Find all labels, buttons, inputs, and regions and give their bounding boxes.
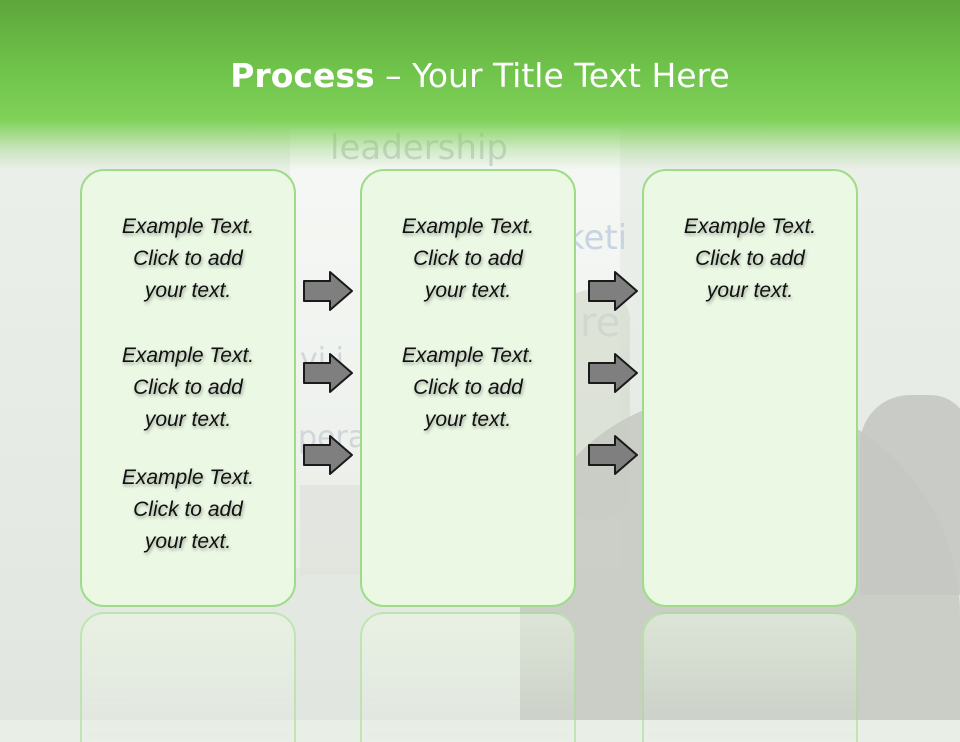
process-panel-2[interactable]: Example Text. Click to add your text. Ex… [360,169,576,607]
panel-3-reflection [642,612,858,742]
slide-title[interactable]: Process – Your Title Text Here [0,56,960,95]
text-line: Click to add [695,247,805,270]
title-rest: – Your Title Text Here [374,56,730,95]
background-person-head [860,395,960,595]
right-arrow-icon [303,271,353,311]
panel-3-text-1[interactable]: Example Text. Click to add your text. [644,211,856,307]
text-line: your text. [144,279,232,302]
process-panel-3[interactable]: Example Text. Click to add your text. [642,169,858,607]
text-line: Example Text. [121,466,255,489]
panel-1-text-1[interactable]: Example Text. Click to add your text. [82,211,294,307]
text-line: Example Text. [401,215,535,238]
background-patch [300,485,360,575]
text-line: Example Text. [121,344,255,367]
title-banner [0,0,960,170]
panel-2-text-1[interactable]: Example Text. Click to add your text. [362,211,574,307]
panel-1-text-3[interactable]: Example Text. Click to add your text. [82,462,294,558]
panel-1-reflection [80,612,296,742]
text-line: Click to add [133,376,243,399]
panel-2-reflection [360,612,576,742]
right-arrow-icon [588,353,638,393]
title-bold: Process [230,56,375,95]
text-line: your text. [144,530,232,553]
text-line: Click to add [133,247,243,270]
text-line: Example Text. [401,344,535,367]
panel-2-text-2[interactable]: Example Text. Click to add your text. [362,340,574,436]
text-line: Click to add [413,376,523,399]
process-panel-1[interactable]: Example Text. Click to add your text. Ex… [80,169,296,607]
text-line: your text. [144,408,232,431]
text-line: Example Text. [121,215,255,238]
text-line: Click to add [413,247,523,270]
text-line: your text. [424,279,512,302]
right-arrow-icon [303,435,353,475]
text-line: your text. [706,279,794,302]
panel-1-text-2[interactable]: Example Text. Click to add your text. [82,340,294,436]
text-line: your text. [424,408,512,431]
text-line: Click to add [133,498,243,521]
right-arrow-icon [588,271,638,311]
text-line: Example Text. [683,215,817,238]
right-arrow-icon [303,353,353,393]
right-arrow-icon [588,435,638,475]
